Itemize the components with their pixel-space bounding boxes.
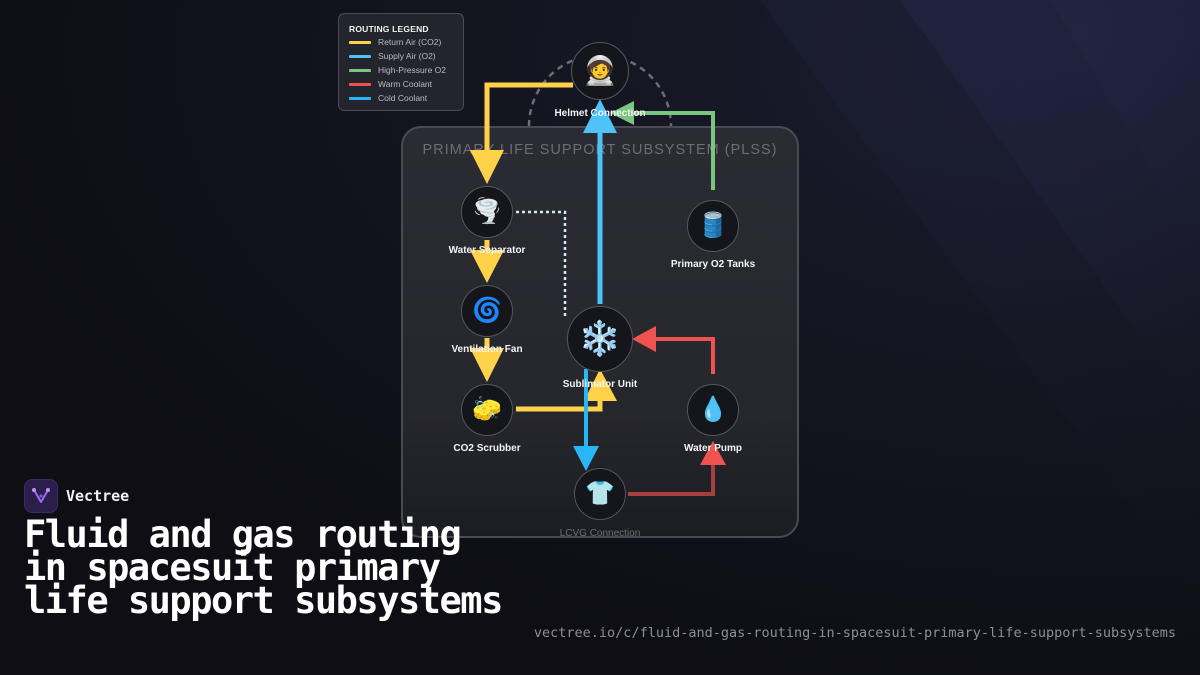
legend-label: Supply Air (O2) [378,51,436,61]
water-separator-label: Water Separator [448,245,526,256]
warm-coolant-arrow-pump [700,441,726,465]
warm-coolant-arrow-sublimator [632,326,656,352]
legend-swatch [349,68,371,72]
legend-item-return-air: Return Air (CO2) [349,36,441,48]
co2-scrubber-node: 🧽 [461,384,513,436]
cold-coolant-arrow-lcvg [573,446,599,471]
legend-swatch [349,54,371,58]
sponge-icon: 🧽 [472,396,502,423]
water-pump-node: 💧 [687,384,739,436]
oil-drum-icon: 🛢️ [698,212,728,239]
return-air-line-helmet [484,82,573,158]
high-pressure-o2-line [628,111,715,190]
return-air-arrow-separator [470,150,504,184]
droplet-icon: 💧 [698,396,728,423]
return-air-arrow-fan [470,250,504,283]
legend-label: Return Air (CO2) [378,37,442,47]
legend-label: Warm Coolant [378,79,433,89]
return-air-arrow-sublimator [584,369,617,401]
condensate-dotted-link [516,210,567,318]
return-air-arrow-scrubber [470,348,504,382]
astronaut-icon: 🧑‍🚀 [582,55,618,86]
sublimator-unit-node: ❄️ [567,306,633,372]
lcvg-connection-label: LCVG Connection [559,528,641,539]
legend-swatch [349,40,371,44]
primary-o2-tanks-node: 🛢️ [687,200,739,252]
snowflake-icon: ❄️ [578,320,622,358]
supply-air-arrow-helmet [583,99,617,133]
page-url: vectree.io/c/fluid-and-gas-routing-in-sp… [533,625,1176,641]
tornado-icon: 🌪️ [472,198,502,225]
ventilation-fan-label: Ventilation Fan [451,344,523,355]
water-separator-node: 🌪️ [461,186,513,238]
legend-item-high-pressure-o2: High-Pressure O2 [349,64,446,76]
vectree-logo-icon [24,479,58,513]
co2-scrubber-label: CO2 Scrubber [453,443,521,454]
headline: Fluid and gas routing in spacesuit prima… [24,513,503,622]
primary-o2-tanks-label: Primary O2 Tanks [670,259,756,270]
legend-title: ROUTING LEGEND [349,24,429,34]
routing-legend: ROUTING LEGEND Return Air (CO2) Supply A… [338,13,464,111]
legend-label: Cold Coolant [378,93,428,103]
sublimator-unit-label: Sublimator Unit [562,379,638,390]
lcvg-connection-node: 👕 [574,468,626,520]
warm-coolant-line-lcvg-pump [628,463,715,496]
legend-label: High-Pressure O2 [378,65,447,75]
legend-item-warm-coolant: Warm Coolant [349,78,432,90]
ventilation-fan-node: 🌀 [461,285,513,337]
shirt-icon: 👕 [585,480,615,507]
helmet-label: Helmet Connection [554,108,646,119]
legend-item-cold-coolant: Cold Coolant [349,92,427,104]
cyclone-icon: 🌀 [472,297,502,324]
legend-item-supply-air: Supply Air (O2) [349,50,436,62]
brand-name: Vectree [66,487,130,505]
brand: Vectree [24,479,129,513]
water-pump-label: Water Pump [684,443,742,454]
warm-coolant-line-pump-sublimator [655,337,715,374]
helmet-node: 🧑‍🚀 [571,42,629,100]
legend-swatch [349,82,371,86]
high-pressure-o2-arrow-helmet [610,101,634,125]
legend-swatch [349,96,371,100]
